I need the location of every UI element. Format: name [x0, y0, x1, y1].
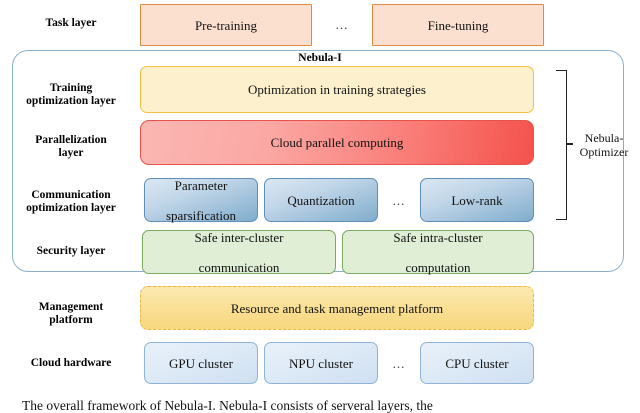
box-gpu-cluster[interactable]: GPU cluster — [144, 342, 258, 384]
task-box-pre-training[interactable]: Pre-training — [140, 4, 312, 46]
box-low-rank[interactable]: Low-rank — [420, 178, 534, 222]
ellipsis-task-layer: ... — [335, 17, 349, 32]
task-box-fine-tuning-label: Fine-tuning — [427, 17, 489, 33]
row-label-communication-line2: optimization layer — [26, 202, 116, 214]
box-safe-intra-cluster-computation[interactable]: Safe intra-cluster computation — [342, 229, 534, 275]
box-safe-inter-cluster-line2: communication — [198, 259, 280, 275]
box-optimization-in-training-strategies[interactable]: Optimization in training strategies — [140, 66, 534, 113]
task-box-pre-training-label: Pre-training — [194, 17, 258, 33]
box-parameter-sparsification-line1: Parameter — [174, 177, 228, 193]
box-cloud-parallel-computing[interactable]: Cloud parallel computing — [140, 120, 534, 165]
box-cpu-cluster-label: CPU cluster — [445, 355, 509, 371]
figure-caption: The overall framework of Nebula-I. Nebul… — [22, 398, 433, 413]
box-gpu-cluster-label: GPU cluster — [169, 355, 233, 371]
box-resource-and-task-management-platform[interactable]: Resource and task management platform — [140, 286, 534, 330]
box-low-rank-label: Low-rank — [451, 192, 503, 208]
task-box-fine-tuning[interactable]: Fine-tuning — [372, 4, 544, 46]
row-label-parallelization-line1: Parallelization — [35, 134, 107, 146]
row-label-cloud-hardware: Cloud hardware — [30, 357, 112, 369]
box-safe-inter-cluster-communication[interactable]: Safe inter-cluster communication — [142, 229, 336, 275]
row-label-parallelization-line2: layer — [58, 147, 84, 159]
box-resource-and-task-management-platform-label: Resource and task management platform — [230, 300, 444, 316]
box-cloud-parallel-computing-label: Cloud parallel computing — [270, 135, 404, 150]
box-parameter-sparsification-line2: sparsification — [165, 207, 237, 223]
row-label-training-line2: optimization layer — [26, 95, 116, 107]
box-quantization-label: Quantization — [287, 192, 355, 208]
ellipsis-communication-layer: ... — [392, 193, 406, 208]
row-label-communication-optimization-layer: Communication optimization layer — [8, 189, 134, 215]
row-label-management-platform: Management platform — [8, 301, 134, 327]
row-label-communication-line1: Communication — [31, 189, 111, 201]
row-label-training-line1: Training — [49, 82, 93, 94]
nebula-optimizer-bracket-nub — [566, 143, 573, 145]
row-label-parallelization-layer: Parallelization layer — [8, 134, 134, 160]
box-cpu-cluster[interactable]: CPU cluster — [420, 342, 534, 384]
row-label-training-optimization-layer: Training optimization layer — [8, 82, 134, 108]
box-npu-cluster-label: NPU cluster — [289, 355, 353, 371]
box-safe-inter-cluster-line1: Safe inter-cluster — [194, 229, 284, 245]
row-label-management-line2: platform — [49, 314, 93, 326]
box-optimization-in-training-strategies-label: Optimization in training strategies — [248, 82, 426, 97]
row-label-task-layer: Task layer — [45, 17, 97, 29]
box-quantization[interactable]: Quantization — [264, 178, 378, 222]
nebula-optimizer-label: Nebula-Optimizer — [579, 131, 629, 159]
ellipsis-cloud-hardware: ... — [392, 356, 406, 371]
row-label-management-line1: Management — [38, 301, 104, 313]
nebula-optimizer-bracket — [556, 70, 567, 220]
box-safe-intra-cluster-line1: Safe intra-cluster — [393, 229, 483, 245]
nebula-i-title: Nebula-I — [298, 52, 342, 64]
box-parameter-sparsification[interactable]: Parameter sparsification — [144, 177, 258, 223]
box-safe-intra-cluster-line2: computation — [405, 259, 471, 275]
box-npu-cluster[interactable]: NPU cluster — [264, 342, 378, 384]
row-label-security-layer: Security layer — [36, 245, 106, 257]
